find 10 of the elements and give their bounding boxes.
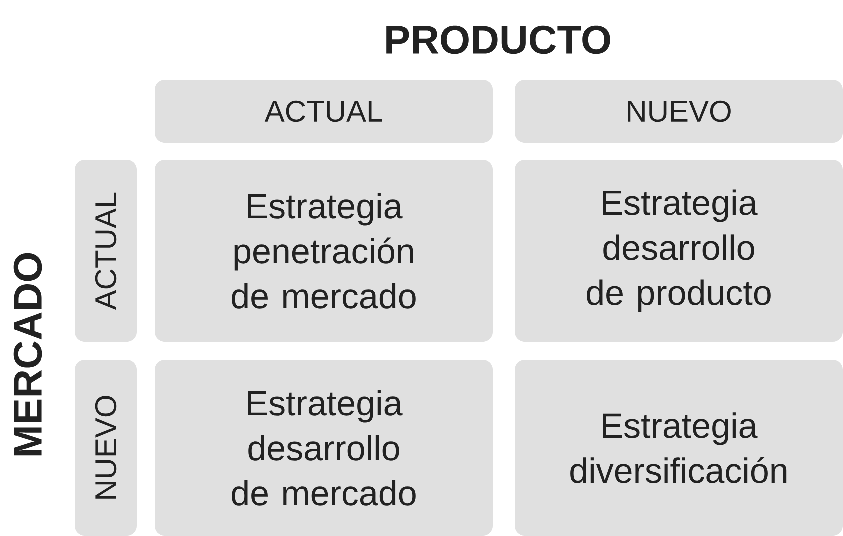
- strategy-box: Estrategia diversificación: [515, 360, 843, 536]
- strategy-box: Estrategia penetración de mercado: [155, 160, 493, 342]
- column-header-box: NUEVO: [515, 80, 843, 143]
- strategy-box: Estrategia desarrollo de producto: [515, 160, 843, 342]
- axis-title: PRODUCTO: [386, 26, 610, 54]
- strategy-box: Estrategia desarrollo de mercado: [155, 360, 493, 536]
- row-header-box: ACTUAL: [75, 160, 137, 342]
- row-header-box: NUEVO: [75, 360, 137, 536]
- column-header-box: ACTUAL: [155, 80, 493, 143]
- axis-title: MERCADO: [14, 253, 42, 456]
